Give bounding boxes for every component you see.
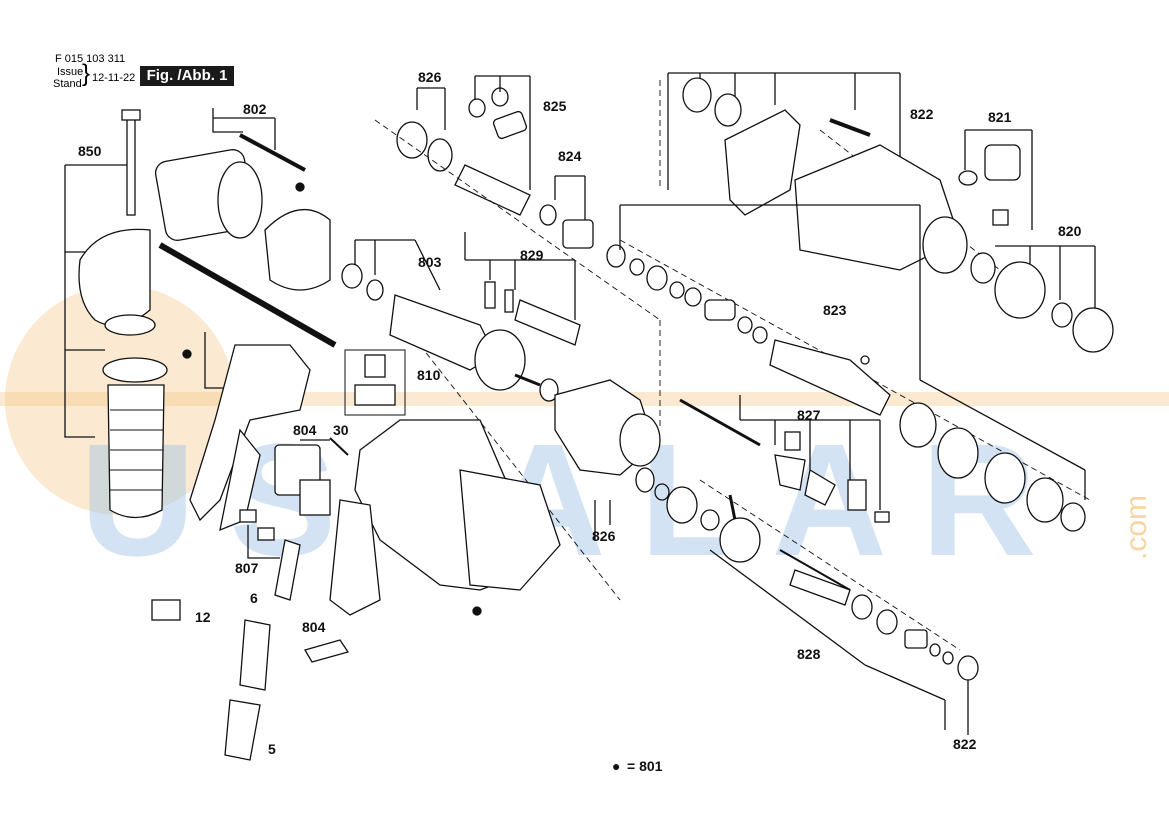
- stand-label: Stand: [53, 78, 82, 90]
- legend-symbol: ●: [612, 758, 620, 774]
- leader-850: [64, 165, 95, 438]
- callout-810: 810: [417, 367, 441, 383]
- callout-822-bot: 822: [953, 736, 977, 752]
- figure-label: Fig. /Abb. 1: [140, 66, 234, 86]
- callout-803: 803: [418, 254, 442, 270]
- stator-parts: [154, 108, 331, 291]
- callout-825: 825: [543, 98, 567, 114]
- main-housing: [329, 379, 661, 616]
- depth-rod: [158, 242, 337, 348]
- callout-829: 829: [520, 247, 544, 263]
- callout-828: 828: [797, 646, 821, 662]
- callout-823: 823: [823, 302, 847, 318]
- legend: ● = 801: [612, 758, 663, 774]
- chuck-parts: [970, 245, 1114, 353]
- callout-12: 12: [195, 609, 211, 625]
- brace: }: [82, 60, 91, 87]
- callout-821: 821: [988, 109, 1012, 125]
- issue-label: Issue: [57, 66, 84, 78]
- callout-802: 802: [243, 101, 267, 117]
- callout-804-bot: 804: [302, 619, 326, 635]
- callout-822-top: 822: [910, 106, 934, 122]
- intermediate-shaft-parts: [709, 549, 979, 735]
- brush-holder-parts: [344, 232, 581, 416]
- bearing-tube-parts: [396, 75, 594, 249]
- armature-parts: [341, 239, 559, 402]
- callout-804-top: 804: [293, 422, 317, 438]
- handle-parts: [182, 332, 311, 532]
- callout-824: 824: [558, 148, 582, 164]
- callout-850: 850: [78, 143, 102, 159]
- spindle-parts: [606, 204, 921, 416]
- gear-parts: [594, 467, 761, 563]
- callout-6: 6: [250, 590, 258, 606]
- issue-date: 12-11-22: [92, 72, 136, 84]
- legend-text: = 801: [627, 758, 663, 774]
- callout-826-top: 826: [418, 69, 442, 85]
- clutch-parts: [899, 379, 1086, 532]
- callout-30: 30: [333, 422, 349, 438]
- gear-housing-parts: [667, 72, 968, 274]
- lever-parts: [679, 395, 890, 523]
- callout-826-mid: 826: [592, 528, 616, 544]
- part-number: F 015 103 311: [55, 53, 126, 65]
- callout-5: 5: [268, 741, 276, 757]
- auxiliary-handle-parts: [64, 109, 337, 519]
- callout-807: 807: [235, 560, 259, 576]
- guide-lines: [374, 80, 1091, 651]
- callout-820: 820: [1058, 223, 1082, 239]
- callout-827: 827: [797, 407, 821, 423]
- selector-parts: [958, 129, 1033, 230]
- switch-cable-parts: [151, 437, 350, 761]
- callout-labels: 850 802 826 825 824 822 821 820 803 829 …: [78, 69, 1082, 757]
